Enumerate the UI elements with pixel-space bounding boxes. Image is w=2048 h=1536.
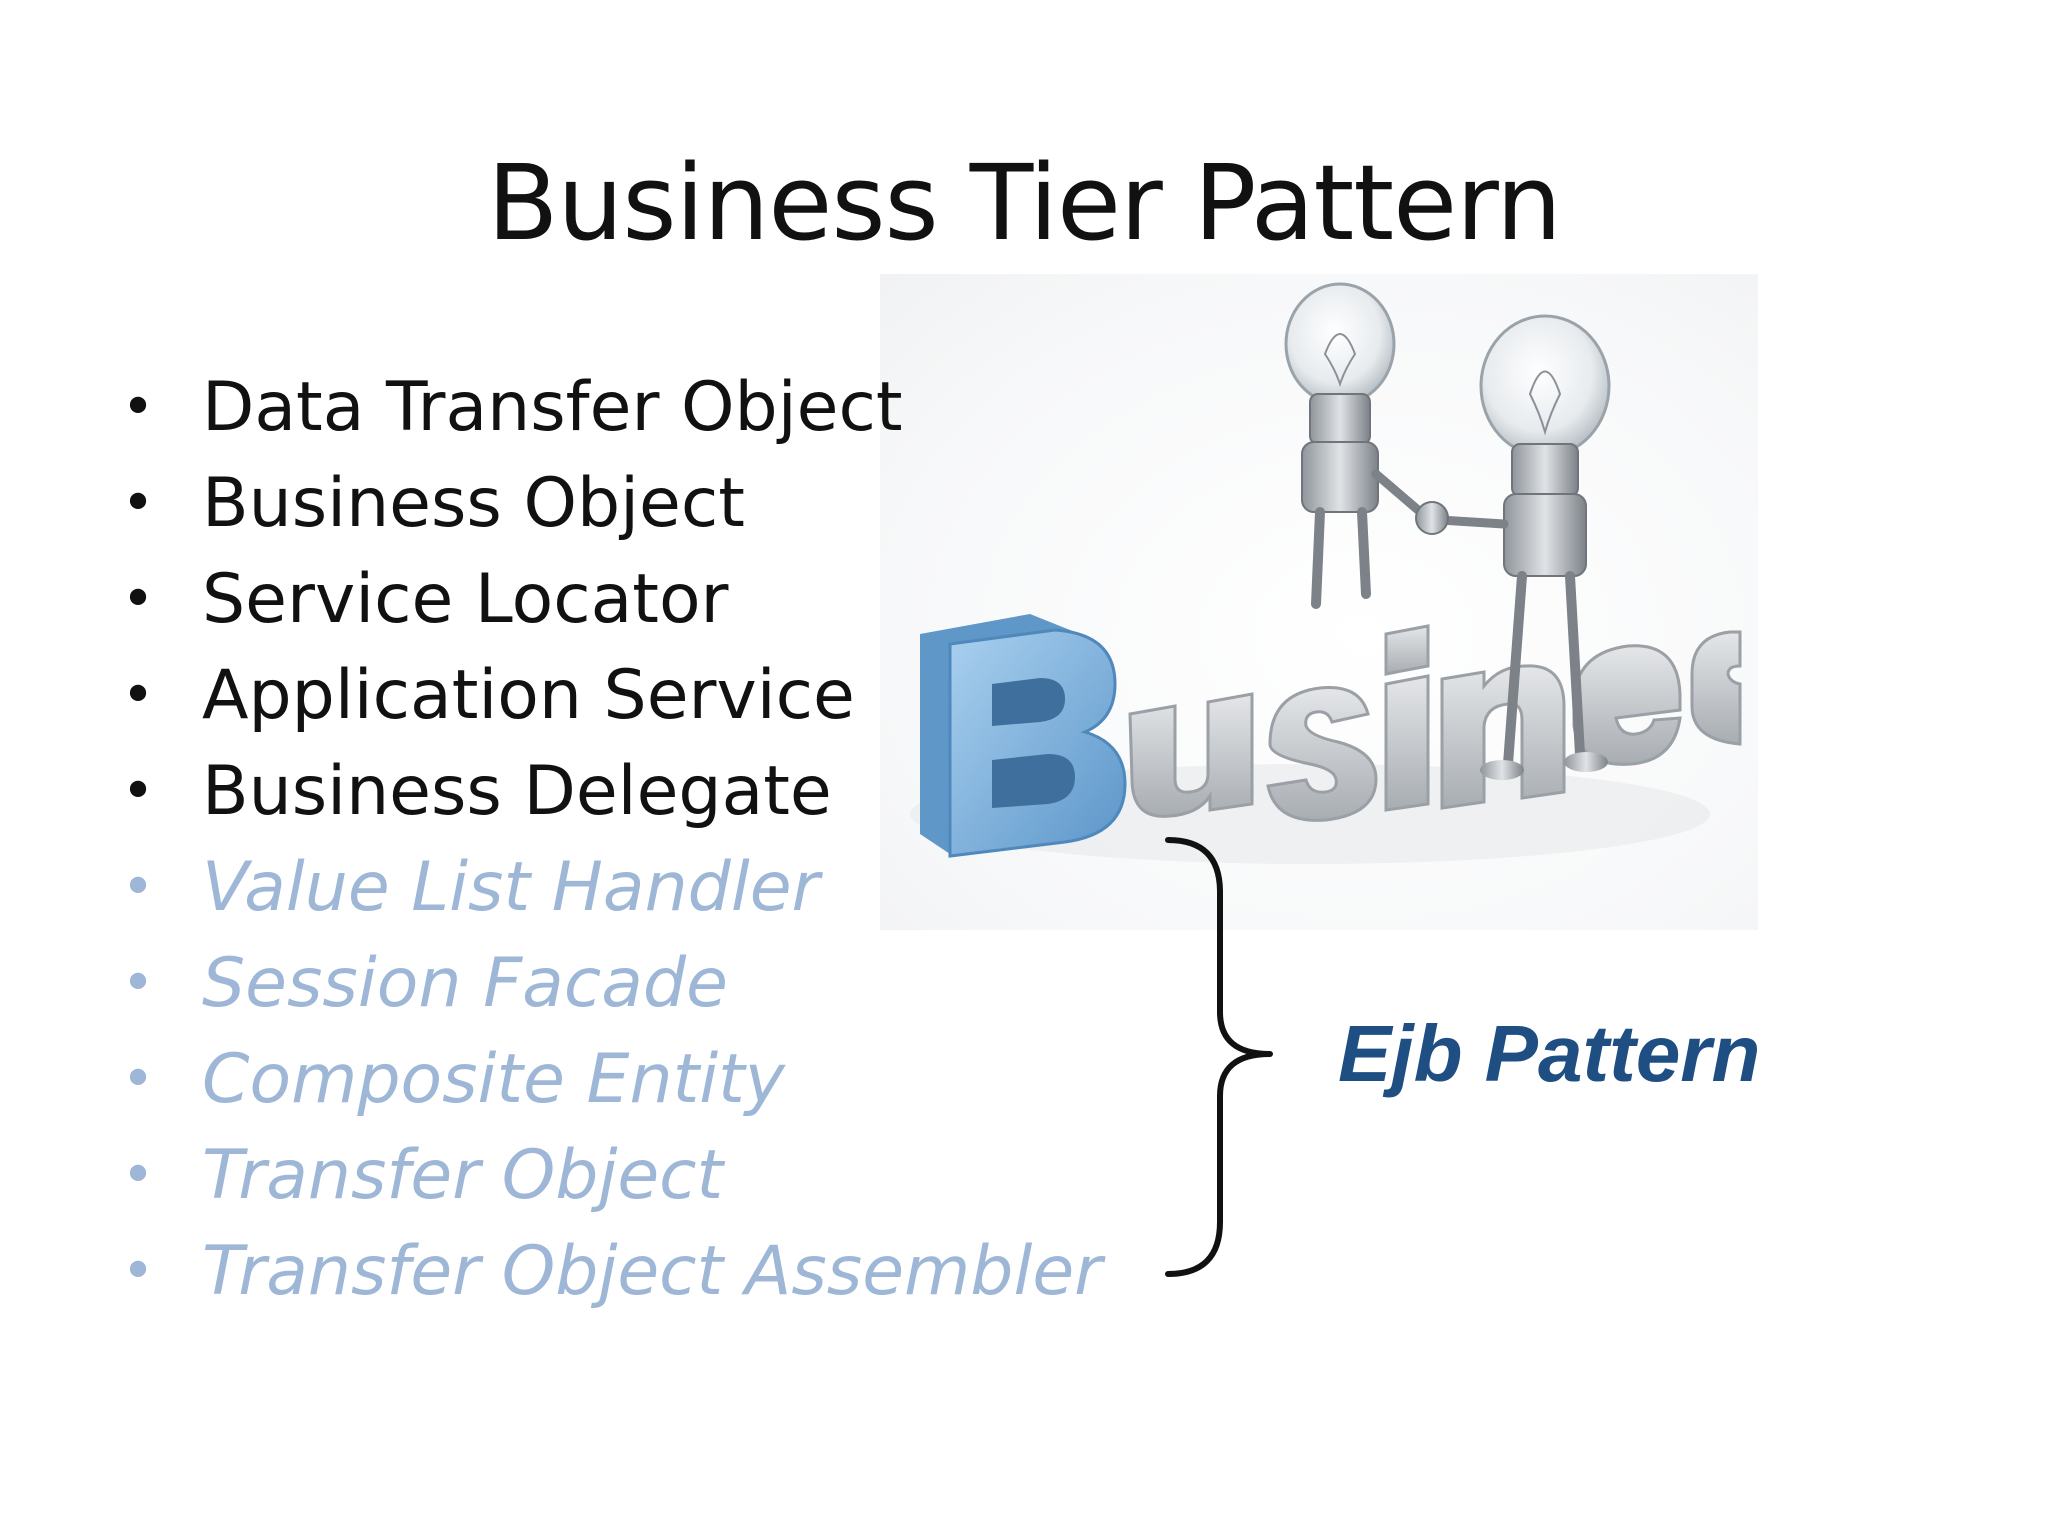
list-item-ejb: • Transfer Object xyxy=(118,1128,1102,1224)
list-item: • Service Locator xyxy=(118,552,1102,648)
list-item-text: Application Service xyxy=(202,656,855,735)
ejb-pattern-label: Ejb Pattern xyxy=(1338,1009,1761,1098)
right-curly-brace-icon xyxy=(1165,837,1273,1277)
lightbulb-robot-left xyxy=(1284,282,1430,609)
handshake-icon xyxy=(1415,501,1449,535)
list-item-text: Business Delegate xyxy=(202,752,832,831)
pattern-list: • Data Transfer Object • Business Object… xyxy=(118,360,1102,1320)
bullet-icon: • xyxy=(121,567,155,632)
list-item: • Application Service xyxy=(118,648,1102,744)
list-item-ejb: • Session Facade xyxy=(118,936,1102,1032)
list-item-text: Value List Handler xyxy=(202,848,820,927)
list-item: • Business Delegate xyxy=(118,744,1102,840)
list-item-ejb: • Composite Entity xyxy=(118,1032,1102,1128)
bullet-icon: • xyxy=(121,1239,155,1304)
bullet-icon: • xyxy=(121,1143,155,1208)
bullet-icon: • xyxy=(121,663,155,728)
list-item: • Data Transfer Object xyxy=(118,360,1102,456)
bullet-icon: • xyxy=(121,1047,155,1112)
business-3d-text-image xyxy=(910,282,1742,864)
bullet-icon: • xyxy=(121,855,155,920)
bullet-icon: • xyxy=(121,759,155,824)
bullet-icon: • xyxy=(121,375,155,440)
list-item: • Business Object xyxy=(118,456,1102,552)
list-item-ejb: • Value List Handler xyxy=(118,840,1102,936)
letter-b-3d xyxy=(920,614,1127,858)
lightbulb-robot-right xyxy=(1435,314,1611,780)
list-item-text: Service Locator xyxy=(202,560,729,639)
list-item-text: Business Object xyxy=(202,464,745,543)
list-item-text: Transfer Object Assembler xyxy=(202,1232,1103,1311)
bullet-icon: • xyxy=(121,471,155,536)
letters-usiness-3d xyxy=(1128,624,1742,822)
list-item-text: Composite Entity xyxy=(202,1040,786,1119)
slide-title: Business Tier Pattern xyxy=(487,142,1562,264)
list-item-text: Session Facade xyxy=(202,944,728,1023)
list-item-text: Data Transfer Object xyxy=(202,368,903,447)
list-item-text: Transfer Object xyxy=(202,1136,724,1215)
business-illustration xyxy=(880,274,1758,930)
list-item-ejb: • Transfer Object Assembler xyxy=(118,1224,1102,1320)
bullet-icon: • xyxy=(121,951,155,1016)
